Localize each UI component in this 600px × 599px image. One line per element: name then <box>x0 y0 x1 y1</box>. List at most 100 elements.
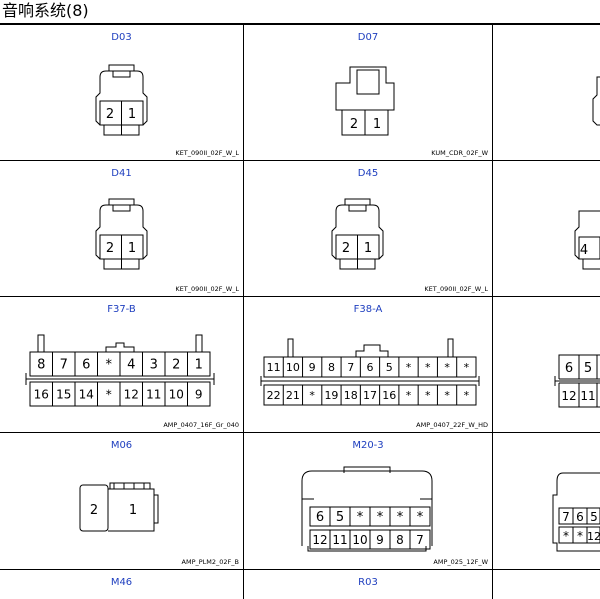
pin-label: 6 <box>316 510 324 525</box>
grid-vline <box>492 25 493 599</box>
connector-part-number: KET_090II_02F_W_L <box>175 285 239 293</box>
pin-label: 1 <box>195 358 203 373</box>
connector-cell-partial <box>493 25 600 160</box>
pin-label: 8 <box>396 533 404 547</box>
connector-code: D03 <box>111 32 132 43</box>
pin-label: * <box>397 510 404 525</box>
title-rule <box>0 23 600 25</box>
connector-part-number: AMP_0407_16F_Gr_040 <box>163 421 239 429</box>
connector-part-number: AMP_0407_22F_W_HD <box>416 421 488 429</box>
pin-label: 1 <box>128 107 136 122</box>
pin-label: 6 <box>565 361 573 376</box>
pin-label: 1 <box>364 241 372 256</box>
grid-hline <box>0 432 600 433</box>
connector-cell-d07: D07 2 1 KUM_CDR_02F_W <box>244 25 492 160</box>
connector-code: F37-B <box>107 304 136 315</box>
pin-label: 11 <box>332 533 347 547</box>
grid-hline <box>0 160 600 161</box>
connector-partial-drawing: 6 5 12 11 <box>554 354 600 408</box>
pin-label: 2 <box>90 503 98 518</box>
connector-code: F38-A <box>353 304 383 315</box>
pin-label: 6 <box>366 361 373 374</box>
page-title: 音响系统(8) <box>2 1 89 20</box>
connector-partial-drawing: 7 6 5 * * 12 <box>552 472 600 552</box>
pin-label: 5 <box>584 361 592 376</box>
pin-label: 9 <box>376 533 384 547</box>
connector-cell-d45: D45 2 1 KET_090II_02F_W_L <box>244 161 492 296</box>
connector-d45-drawing: 2 1 <box>331 198 384 270</box>
grid-hline <box>0 296 600 297</box>
pin-label: 22 <box>267 389 281 402</box>
connector-partial-drawing <box>592 76 600 126</box>
connector-grid: D03 2 1 KET_090II_02F_W_L D07 2 <box>0 25 600 599</box>
connector-cell-partial: 7 6 5 * * 12 <box>493 433 600 569</box>
connector-code: D07 <box>357 32 379 43</box>
pin-label: 7 <box>562 510 570 524</box>
pin-label: 12 <box>587 530 600 543</box>
connector-part-number: KET_090II_02F_W_L <box>424 285 488 293</box>
pin-label: 1 <box>129 503 137 518</box>
connector-m06-drawing: 2 1 <box>79 482 159 532</box>
pin-label: 19 <box>324 389 338 402</box>
pin-label: * <box>444 361 450 374</box>
pin-label: * <box>106 387 112 401</box>
pin-label: 9 <box>309 361 316 374</box>
connector-cell-d03: D03 2 1 KET_090II_02F_W_L <box>0 25 243 160</box>
pin-label: 10 <box>286 361 300 374</box>
pin-label: 18 <box>344 389 358 402</box>
connector-cell-m06: M06 2 1 AMP_PLM2_02F_B <box>0 433 243 569</box>
connector-code: M06 <box>110 440 133 451</box>
pin-label: * <box>563 529 569 543</box>
pin-label: 9 <box>195 387 203 401</box>
pin-label: 6 <box>576 510 584 524</box>
pin-label: 17 <box>363 389 377 402</box>
connector-part-number: KUM_CDR_02F_W <box>431 149 488 157</box>
connector-cell-partial: 4 <box>493 161 600 296</box>
pin-label: 12 <box>561 389 576 403</box>
pin-label: * <box>425 389 431 402</box>
pin-label: 8 <box>37 358 45 373</box>
connector-code: M20-3 <box>352 440 384 451</box>
connector-code: R03 <box>358 577 378 588</box>
pin-label: 6 <box>82 358 90 373</box>
pin-label: 4 <box>127 358 135 373</box>
pin-label: 7 <box>416 533 424 547</box>
connector-d41-drawing: 2 1 <box>95 198 148 270</box>
pin-label: * <box>309 389 315 402</box>
pin-label: 3 <box>150 358 158 373</box>
connector-part-number: AMP_025_12F_W <box>433 558 488 566</box>
pin-label: 2 <box>106 107 114 122</box>
connector-part-number: KET_090II_02F_W_L <box>175 149 239 157</box>
pin-label: 14 <box>79 387 94 401</box>
pin-label: 12 <box>312 533 327 547</box>
pin-label: 2 <box>106 241 114 256</box>
connector-partial-drawing: 4 <box>574 210 600 270</box>
grid-hline <box>0 569 600 570</box>
connector-cell-r03: R03 <box>244 570 492 599</box>
pin-label: 12 <box>124 387 139 401</box>
pin-label: * <box>357 510 364 525</box>
pin-label: * <box>444 389 450 402</box>
pin-label: 11 <box>580 389 595 403</box>
pin-label: * <box>464 389 470 402</box>
pin-label: 1 <box>128 241 136 256</box>
pin-label: * <box>406 389 412 402</box>
pin-label: 8 <box>328 361 335 374</box>
pin-label: 11 <box>146 387 161 401</box>
connector-code: D41 <box>111 168 132 179</box>
grid-vline <box>243 25 244 599</box>
pin-label: 16 <box>382 389 396 402</box>
connector-code: M46 <box>110 577 133 588</box>
pin-label: 15 <box>56 387 71 401</box>
pin-label: 7 <box>347 361 354 374</box>
pin-label: * <box>464 361 470 374</box>
pin-label: * <box>577 529 583 543</box>
pin-label: * <box>406 361 412 374</box>
pin-label: 7 <box>60 358 68 373</box>
connector-cell-d41: D41 2 1 KET_090II_02F_W_L <box>0 161 243 296</box>
connector-cell-partial: 6 5 12 11 <box>493 297 600 432</box>
